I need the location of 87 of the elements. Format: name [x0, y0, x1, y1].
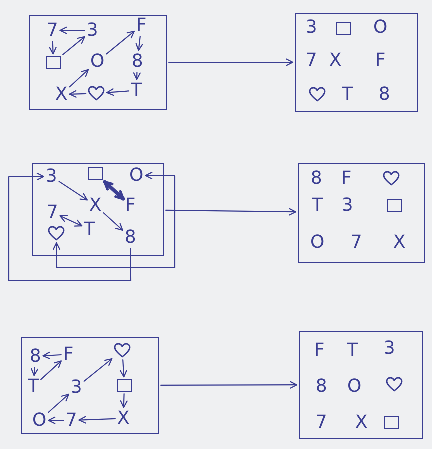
arrow — [136, 36, 144, 52]
grid-symbol: O — [348, 378, 362, 396]
grid-symbol: T — [312, 196, 324, 215]
arrow — [120, 394, 128, 408]
heart-icon — [383, 171, 400, 186]
arrow — [165, 208, 297, 216]
heart-icon — [48, 226, 66, 242]
arrow — [84, 358, 113, 382]
grid-symbol: T — [28, 378, 40, 396]
grid-symbol: 3 — [70, 378, 82, 397]
arrow — [48, 416, 64, 424]
arrow — [160, 381, 298, 389]
square-icon — [384, 416, 400, 430]
double-arrow — [103, 180, 126, 201]
double-arrow — [60, 215, 83, 227]
grid-frame — [32, 163, 164, 256]
grid-symbol: 8 — [124, 228, 136, 247]
grid-symbol: 8 — [316, 378, 328, 396]
arrow — [62, 36, 86, 56]
heart-icon — [386, 377, 404, 392]
grid-symbol: O — [310, 234, 325, 252]
arrow — [120, 360, 128, 378]
grid-symbol: O — [90, 52, 105, 71]
heart-icon — [114, 343, 132, 358]
arrow — [106, 88, 130, 96]
arrow — [103, 212, 124, 232]
grid-symbol: 3 — [46, 168, 58, 186]
grid-symbol: 8 — [30, 348, 42, 366]
arrow — [49, 41, 57, 55]
grid-symbol: F — [136, 16, 147, 35]
grid-symbol: F — [125, 196, 136, 215]
arrow — [48, 394, 70, 414]
arrow — [42, 352, 62, 360]
grid-symbol: 7 — [66, 412, 78, 430]
arrow — [78, 416, 116, 424]
grid-symbol: O — [32, 412, 47, 430]
arrow — [58, 181, 88, 201]
arrow — [69, 90, 87, 98]
grid-symbol: O — [374, 18, 388, 37]
heart-icon — [309, 87, 326, 102]
grid-symbol: 7 — [316, 414, 328, 432]
square-icon — [88, 167, 104, 180]
grid-symbol: 3 — [86, 22, 98, 40]
grid-symbol: 8 — [378, 86, 390, 104]
grid-symbol: 7 — [46, 22, 58, 40]
grid-frame — [295, 13, 418, 112]
grid-symbol: F — [63, 346, 74, 364]
grid-frame — [29, 15, 167, 110]
grid-symbol: X — [393, 234, 406, 252]
heart-icon — [88, 86, 106, 102]
grid-symbol: 3 — [306, 18, 318, 37]
grid-symbol: 7 — [306, 52, 318, 70]
arrow — [69, 69, 90, 88]
grid-symbol: F — [341, 170, 352, 188]
grid-symbol: 7 — [350, 234, 362, 252]
arrow — [31, 367, 39, 376]
grid-symbol: O — [130, 166, 144, 185]
arrow — [60, 26, 86, 34]
arrow — [106, 30, 135, 55]
double-arrow — [53, 172, 176, 269]
arrow — [168, 58, 294, 66]
grid-symbol: 3 — [384, 340, 396, 358]
grid-symbol: X — [117, 410, 130, 428]
grid-symbol: X — [329, 52, 342, 70]
grid-symbol: T — [347, 342, 358, 360]
grid-symbol: T — [84, 220, 96, 239]
grid-symbol: X — [355, 414, 368, 432]
grid-symbol: X — [55, 86, 68, 104]
grid-frame — [299, 331, 423, 439]
grid-frame — [21, 337, 159, 434]
grid-frame — [298, 163, 425, 263]
grid-symbol: 7 — [46, 204, 58, 222]
grid-symbol: X — [89, 196, 102, 215]
arrow — [8, 173, 132, 282]
grid-symbol: T — [342, 86, 354, 104]
grid-symbol: F — [375, 52, 386, 70]
arrow — [133, 72, 141, 80]
arrow — [40, 360, 62, 380]
square-icon — [117, 379, 132, 392]
square-icon — [46, 56, 62, 70]
grid-symbol: F — [314, 342, 325, 360]
grid-symbol: 3 — [342, 196, 354, 215]
square-icon — [336, 22, 352, 36]
grid-symbol: T — [131, 82, 142, 100]
square-icon — [387, 199, 402, 212]
grid-symbol: 8 — [132, 52, 144, 71]
grid-symbol: 8 — [310, 170, 322, 188]
